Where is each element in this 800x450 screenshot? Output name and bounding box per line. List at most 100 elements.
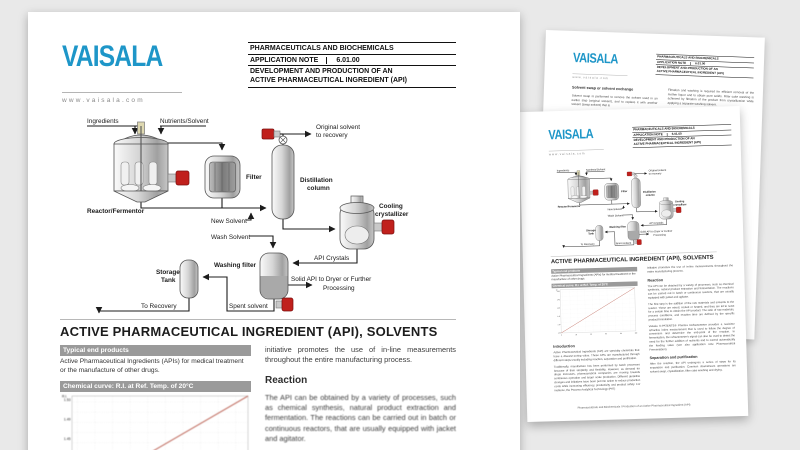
label-solid-api-1: Solid API to Dryer or Further	[291, 276, 372, 283]
refractometer-sensor-reactor	[589, 189, 599, 196]
distillation-column	[626, 171, 641, 209]
refractometer-sensor-column	[626, 171, 636, 177]
label-reactor: Reactor/Fermentor	[87, 208, 145, 215]
chemical-curve-chart: R.I. 1.53 1.49 1.45 1.41 1.37 1.33 0 20 …	[62, 394, 249, 450]
chart-y-ticks: 1.53 1.49 1.45 1.41 1.37 1.33	[557, 291, 561, 335]
label-api-crystals: API Crystals	[649, 221, 664, 225]
process-flow-diagram-mini: Ingredients Nutrients/Solvent Reactor/Fe…	[544, 163, 720, 254]
page-footer: Pharmaceuticals and Biochemicals / Produ…	[577, 403, 691, 410]
header-table: PHARMACEUTICALS AND BIOCHEMICALS APPLICA…	[248, 42, 456, 88]
label-cooling-1: Cooling	[379, 203, 403, 210]
y-tick: 1.41	[557, 316, 560, 318]
chemical-curve-line	[561, 287, 635, 334]
reaction-paragraph-1: The API can be obtained by a variety of …	[265, 392, 456, 444]
pipe-reactor-to-filter	[589, 177, 613, 182]
y-tick: 1.33	[558, 333, 561, 335]
pipe-wash-solvent	[249, 235, 277, 249]
chemical-curve-chart-mini: R.I. 1.53 1.49 1.45 1.41 1.37 1.33 0 20 …	[552, 286, 639, 341]
label-new-solvent: New Solvent	[608, 207, 623, 211]
carryover-paragraph: initiative promotes the use of in-line m…	[647, 264, 734, 274]
refractometer-sensor-column	[261, 128, 283, 140]
y-tick: 1.49	[557, 299, 560, 301]
section-title: ACTIVE PHARMACEUTICAL INGREDIENT (API), …	[60, 324, 438, 339]
washing-filter-vessel	[259, 252, 294, 312]
x-tick: 80	[620, 333, 622, 335]
solvent-swap-paragraph: Solvent swap is performed to remove the …	[571, 94, 658, 108]
pipe-nutrients-underline	[586, 171, 605, 173]
x-tick: 0	[561, 335, 562, 337]
pipe-new-solvent	[621, 205, 625, 209]
x-tick: 20	[575, 334, 577, 336]
header-note-row: APPLICATION NOTE 6.01.00	[248, 55, 456, 66]
label-cooling-1: Cooling	[675, 199, 685, 203]
label-wash-solvent: Wash Solvent	[608, 213, 624, 217]
document-page-main: VAISALA www.vaisala.com PHARMACEUTICALS …	[28, 12, 520, 450]
reaction-paragraph-3: Vaisala K-PATENTS® Pharma Refractometer …	[648, 322, 736, 352]
y-tick: 1.53	[64, 398, 71, 402]
header-title: DEVELOPMENT AND PRODUCTION OF AN ACTIVE …	[632, 135, 732, 148]
label-cooling-2: crystallizer	[673, 202, 686, 206]
pipe-column-to-crystallizer	[282, 219, 336, 233]
header-note-label: APPLICATION NOTE	[250, 56, 319, 64]
label-reactor: Reactor/Fermentor	[558, 204, 581, 209]
page3-columns: Typical end products Active Pharmaceutic…	[551, 264, 736, 395]
label-solid-api-2: Processing	[653, 233, 666, 237]
label-ingredients: Ingredients	[557, 168, 570, 172]
y-tick: 1.45	[557, 308, 560, 310]
pipe-wash-solvent	[622, 214, 635, 220]
label-spent-solvent: Spent solvent	[616, 241, 632, 245]
diagram-labels: Ingredients Nutrients/Solvent Reactor/Fe…	[557, 167, 687, 246]
chart-y-axis-title: R.I.	[62, 394, 67, 398]
refractometer-sensor-washing-filter	[634, 239, 642, 245]
logo-rule	[62, 92, 182, 93]
label-solid-api-2: Processing	[323, 285, 355, 292]
label-storage-1: Storage	[156, 269, 180, 276]
pipe-reactor-bottom	[579, 202, 612, 206]
introduction-paragraph-2: Traditionally, manufacture has been perf…	[553, 363, 641, 393]
y-tick: 1.45	[64, 437, 71, 441]
label-wash-solvent: Wash Solvent	[211, 234, 250, 241]
y-tick: 1.53	[557, 291, 560, 293]
x-tick: 60	[605, 333, 607, 335]
pipe-column-to-crystallizer	[636, 207, 658, 213]
vaisala-logo: VAISALA	[62, 40, 163, 73]
label-new-solvent: New Solvent	[211, 218, 247, 225]
header-table: PHARMACEUTICALS AND BIOCHEMICALS APPLICA…	[655, 53, 755, 79]
pipe-filter-to-column	[611, 200, 630, 206]
label-nutrients: Nutrients/Solvent	[586, 167, 606, 172]
header-table: PHARMACEUTICALS AND BIOCHEMICALS APPLICA…	[632, 124, 732, 148]
left-column: Typical end products Active Pharmaceutic…	[60, 345, 251, 450]
right-column: initiative promotes the use of in-line m…	[647, 264, 736, 393]
label-distillation-1: Distillation	[643, 189, 657, 193]
storage-tank-vessel	[595, 225, 604, 241]
cooling-crystallizer	[339, 195, 395, 250]
reaction-heading: Reaction	[265, 374, 308, 386]
diagram-labels: Ingredients Nutrients/Solvent Reactor/Fe…	[87, 118, 409, 310]
label-filter: Filter	[621, 189, 627, 193]
pipe-ingredients-underline	[556, 171, 578, 173]
separation-heading: Separation and purification	[649, 354, 698, 361]
document-page1-thumbnail[interactable]: VAISALA www.vaisala.com PHARMACEUTICALS …	[518, 105, 749, 423]
chemical-curve-chart: R.I. 1.53 1.49 1.45 1.41 1.37 1.33 0 20 …	[556, 287, 637, 337]
label-solid-api-1: Solid API to Dryer or Further	[640, 229, 672, 234]
label-washing-filter: Washing filter	[609, 224, 626, 228]
introduction-heading: Introduction	[553, 343, 575, 349]
label-api-crystals: API Crystals	[314, 255, 349, 262]
chemical-curve-line	[153, 395, 249, 450]
label-original-solvent-1: Original solvent	[649, 168, 667, 172]
left-column: Solvent swap or solvent exchange Solvent…	[571, 85, 658, 110]
refractometer-sensor-crystallizer	[373, 219, 395, 235]
process-flow-svg: Ingredients Nutrients/Solvent Reactor/Fe…	[556, 167, 687, 248]
reaction-paragraph-2: The first step is the addition of the ra…	[648, 300, 735, 322]
label-distillation-2: column	[307, 185, 330, 192]
chart-y-axis-title: R.I.	[556, 290, 559, 292]
process-flow-diagram: Ingredients Nutrients/Solvent Reactor/Fe…	[57, 112, 489, 325]
typical-products-text: Active Pharmaceutical Ingredients (APIs)…	[551, 272, 636, 282]
reaction-heading: Reaction	[647, 277, 664, 283]
cooling-crystallizer	[659, 197, 682, 220]
label-original-solvent-2: to recovery	[649, 171, 662, 175]
chart-y-ticks: 1.53 1.49 1.45 1.41 1.37 1.33	[64, 398, 71, 441]
agitator-shaft	[578, 172, 580, 199]
x-tick: 40	[590, 334, 592, 336]
label-original-solvent-1: Original solvent	[316, 124, 360, 131]
